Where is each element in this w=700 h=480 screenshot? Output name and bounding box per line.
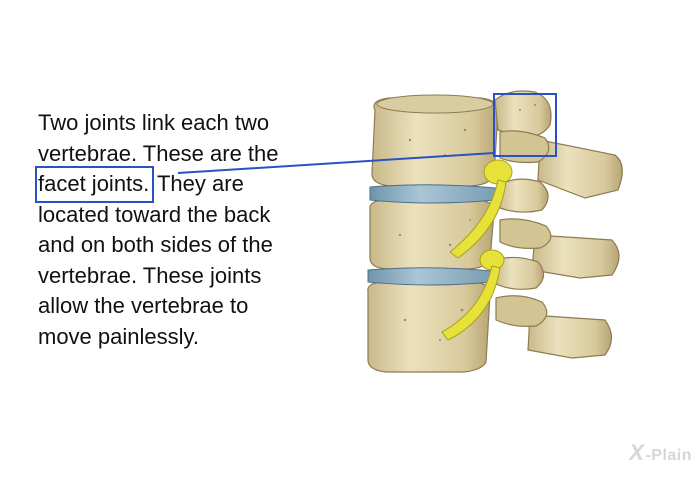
- text-line-1: Two joints link each two: [38, 110, 270, 135]
- text-line-2: vertebrae. These are the: [38, 140, 279, 166]
- description-text: Two joints link each two vertebrae. Thes…: [34, 108, 348, 352]
- text-line-7: allow the vertebrae to: [38, 293, 249, 318]
- spinous-processes: [527, 139, 623, 359]
- text-line-5: and on both sides of the: [38, 232, 273, 257]
- text-line-6: vertebrae. These joints: [38, 262, 262, 288]
- facet-joints: [493, 90, 552, 327]
- text-line-8: move painlessly.: [38, 323, 199, 349]
- logo-x: X: [629, 440, 645, 465]
- facet-joints-highlight: facet joints.: [34, 166, 155, 203]
- intervertebral-discs: [367, 184, 497, 286]
- logo-label: -Plain: [645, 447, 692, 464]
- xplain-logo: X-Plain: [629, 440, 692, 466]
- text-line-3: facet joints. They are: [34, 166, 348, 203]
- text-line-4: located toward the back: [38, 201, 271, 227]
- nerve-roots: [441, 159, 513, 341]
- spine-illustration: [367, 90, 623, 373]
- text-line-3-rest: They are: [151, 171, 244, 196]
